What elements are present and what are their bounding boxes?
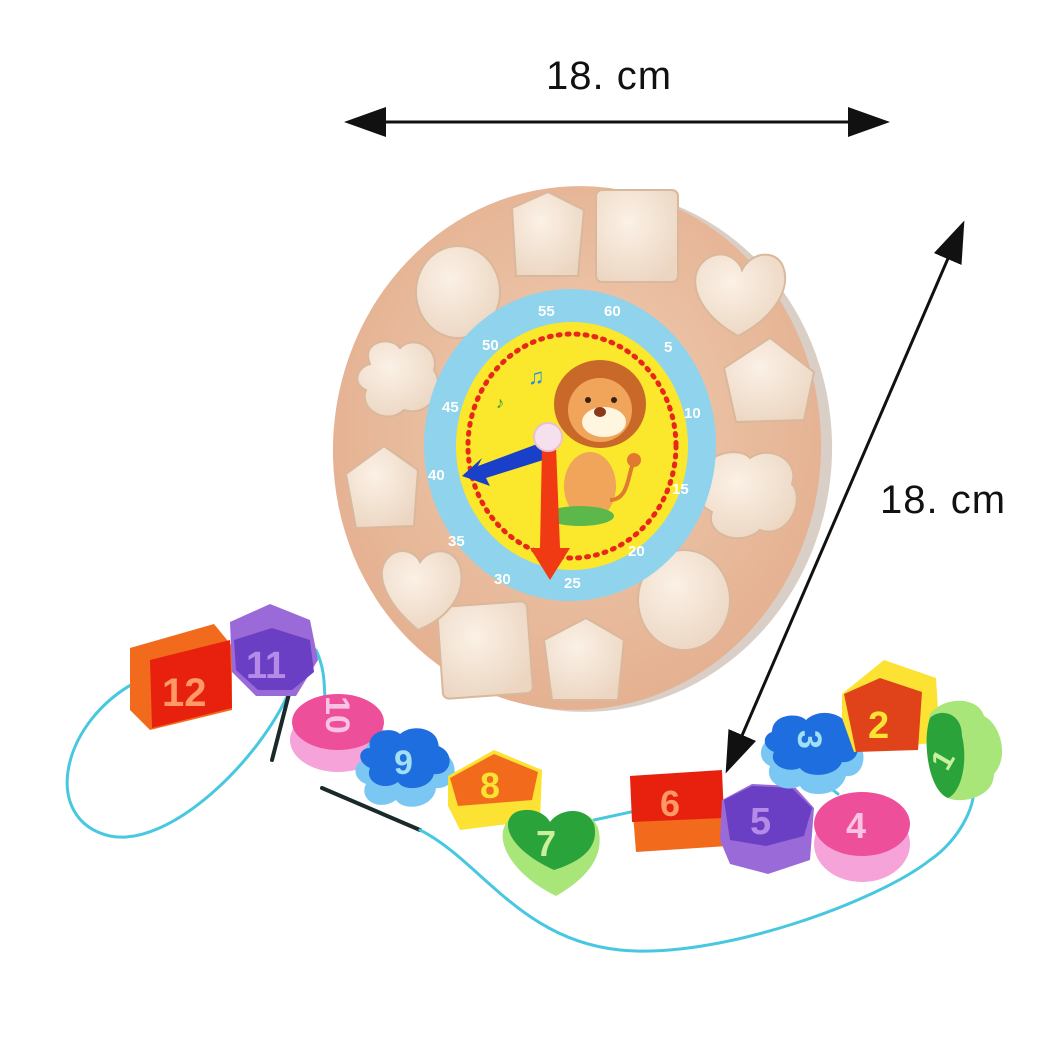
bead-label-5: 5 bbox=[750, 801, 771, 843]
minute-mark-25: 25 bbox=[564, 575, 581, 592]
slot-circle-left bbox=[415, 245, 501, 339]
minute-mark-55: 55 bbox=[538, 303, 555, 320]
bead-11: 11 bbox=[230, 604, 318, 696]
minute-hand bbox=[530, 446, 570, 580]
lion-illustration bbox=[546, 360, 646, 526]
slot-pentagon-top bbox=[510, 190, 586, 277]
bead-1: 1 bbox=[925, 700, 1003, 801]
bead-7: 7 bbox=[502, 809, 600, 896]
minute-mark-45: 45 bbox=[442, 399, 459, 416]
bead-5: 5 bbox=[720, 784, 814, 874]
slot-square-bottom bbox=[436, 600, 534, 700]
slot-pentagon-right bbox=[722, 336, 816, 424]
number-beads: 12 11 10 9 8 7 bbox=[130, 604, 1003, 896]
slot-circle-right bbox=[637, 549, 731, 651]
minute-mark-50: 50 bbox=[482, 337, 499, 354]
music-note-small-icon: ♪ bbox=[496, 395, 504, 412]
minute-mark-30: 30 bbox=[494, 571, 511, 588]
bead-12: 12 bbox=[130, 624, 232, 730]
minute-mark-35: 35 bbox=[448, 533, 465, 550]
wooden-clock-board: 60 5 10 15 20 25 30 35 40 45 50 55 bbox=[332, 186, 833, 712]
bead-label-2: 2 bbox=[868, 705, 889, 747]
minute-mark-20: 20 bbox=[628, 543, 645, 560]
diameter-dimension-arrow bbox=[725, 220, 965, 774]
clock-face: 60 5 10 15 20 25 30 35 40 45 50 55 bbox=[424, 289, 716, 601]
music-note-icon: ♫ bbox=[528, 364, 545, 389]
minute-mark-40: 40 bbox=[428, 467, 445, 484]
bead-6: 6 bbox=[630, 770, 728, 852]
minute-mark-15: 15 bbox=[672, 481, 689, 498]
shape-slots bbox=[344, 189, 816, 701]
slot-heart bbox=[694, 253, 787, 338]
hour-hand bbox=[462, 440, 556, 486]
hand-pivot bbox=[533, 422, 563, 452]
bead-8: 8 bbox=[448, 750, 542, 830]
bead-label-11: 11 bbox=[246, 645, 286, 687]
bead-10: 10 bbox=[290, 694, 386, 772]
bead-label-7: 7 bbox=[536, 823, 556, 864]
width-dimension-label: 18. cm bbox=[546, 54, 673, 98]
bead-label-12: 12 bbox=[162, 671, 207, 715]
minute-mark-60: 60 bbox=[604, 303, 621, 320]
slot-heart-left bbox=[380, 550, 463, 632]
bead-label-10: 10 bbox=[318, 696, 356, 734]
bead-label-6: 6 bbox=[660, 783, 680, 824]
slot-pentagon-left bbox=[344, 444, 420, 530]
bead-3: 3 bbox=[760, 712, 864, 795]
minute-mark-10: 10 bbox=[684, 405, 701, 422]
slot-cloud-left bbox=[356, 340, 439, 418]
bead-label-4: 4 bbox=[846, 805, 866, 846]
bead-2: 2 bbox=[842, 660, 940, 752]
slot-square-top bbox=[595, 189, 679, 283]
slot-pentagon-bottom bbox=[542, 616, 626, 701]
bead-label-8: 8 bbox=[480, 765, 500, 806]
slot-cloud-right bbox=[696, 451, 798, 540]
bead-4: 4 bbox=[814, 792, 910, 882]
bead-label-3: 3 bbox=[790, 730, 828, 749]
clock-hands bbox=[462, 422, 570, 580]
bead-9: 9 bbox=[355, 728, 455, 807]
minute-mark-5: 5 bbox=[664, 339, 672, 356]
bead-label-9: 9 bbox=[394, 744, 413, 782]
